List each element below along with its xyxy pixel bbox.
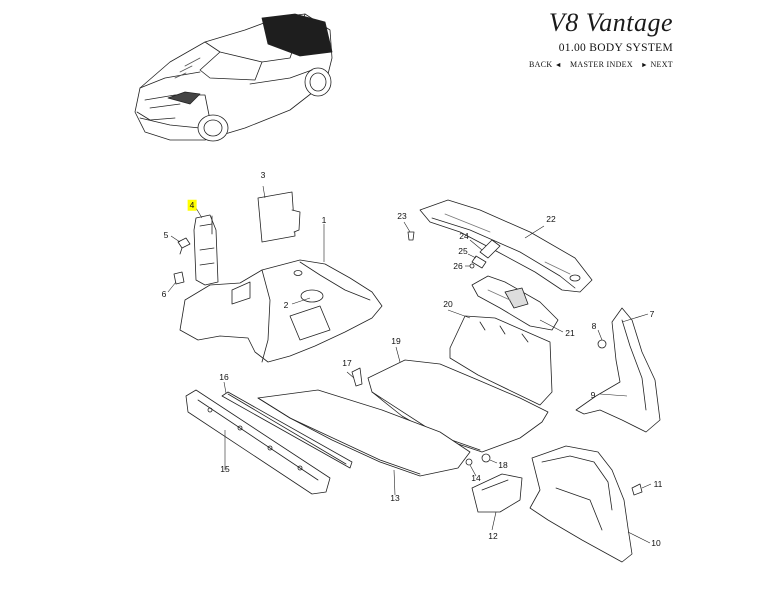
callout-17[interactable]: 17	[342, 357, 352, 368]
section-title: 01.00 BODY SYSTEM	[558, 42, 673, 54]
callout-25[interactable]: 25	[458, 245, 468, 256]
master-index-link[interactable]: MASTER INDEX	[569, 60, 633, 69]
car-illustration	[134, 13, 333, 142]
next-arrow-icon: ►	[640, 61, 649, 69]
callout-12[interactable]: 12	[488, 530, 498, 541]
callout-19[interactable]: 19	[391, 335, 401, 346]
callout-14[interactable]: 14	[471, 472, 481, 483]
callout-6[interactable]: 6	[161, 288, 167, 299]
callout-2[interactable]: 2	[283, 299, 289, 310]
callout-18[interactable]: 18	[498, 459, 508, 470]
leader-lines	[167, 185, 652, 544]
callout-24[interactable]: 24	[459, 230, 469, 241]
callout-10[interactable]: 10	[651, 537, 661, 548]
callout-20[interactable]: 20	[443, 298, 453, 309]
callout-16[interactable]: 16	[219, 371, 229, 382]
model-logo: V8 Vantage	[548, 8, 673, 37]
callout-22[interactable]: 22	[546, 213, 556, 224]
callout-9[interactable]: 9	[590, 389, 596, 400]
callout-23[interactable]: 23	[397, 210, 407, 221]
navigation-bar: BACK ◄ MASTER INDEX ► NEXT	[529, 60, 673, 69]
callout-15[interactable]: 15	[220, 463, 230, 474]
callout-1[interactable]: 1	[321, 214, 327, 225]
back-link[interactable]: BACK ◄	[529, 60, 562, 69]
callout-4[interactable]: 4	[187, 199, 197, 211]
callout-13[interactable]: 13	[390, 492, 400, 503]
callout-7[interactable]: 7	[649, 308, 655, 319]
callout-3[interactable]: 3	[260, 169, 266, 180]
callout-26[interactable]: 26	[453, 260, 463, 271]
callout-21[interactable]: 21	[565, 327, 575, 338]
callout-8[interactable]: 8	[591, 320, 597, 331]
back-arrow-icon: ◄	[554, 61, 562, 69]
next-link[interactable]: ► NEXT	[640, 60, 673, 69]
callout-5[interactable]: 5	[163, 229, 169, 240]
callout-11[interactable]: 11	[653, 478, 663, 489]
